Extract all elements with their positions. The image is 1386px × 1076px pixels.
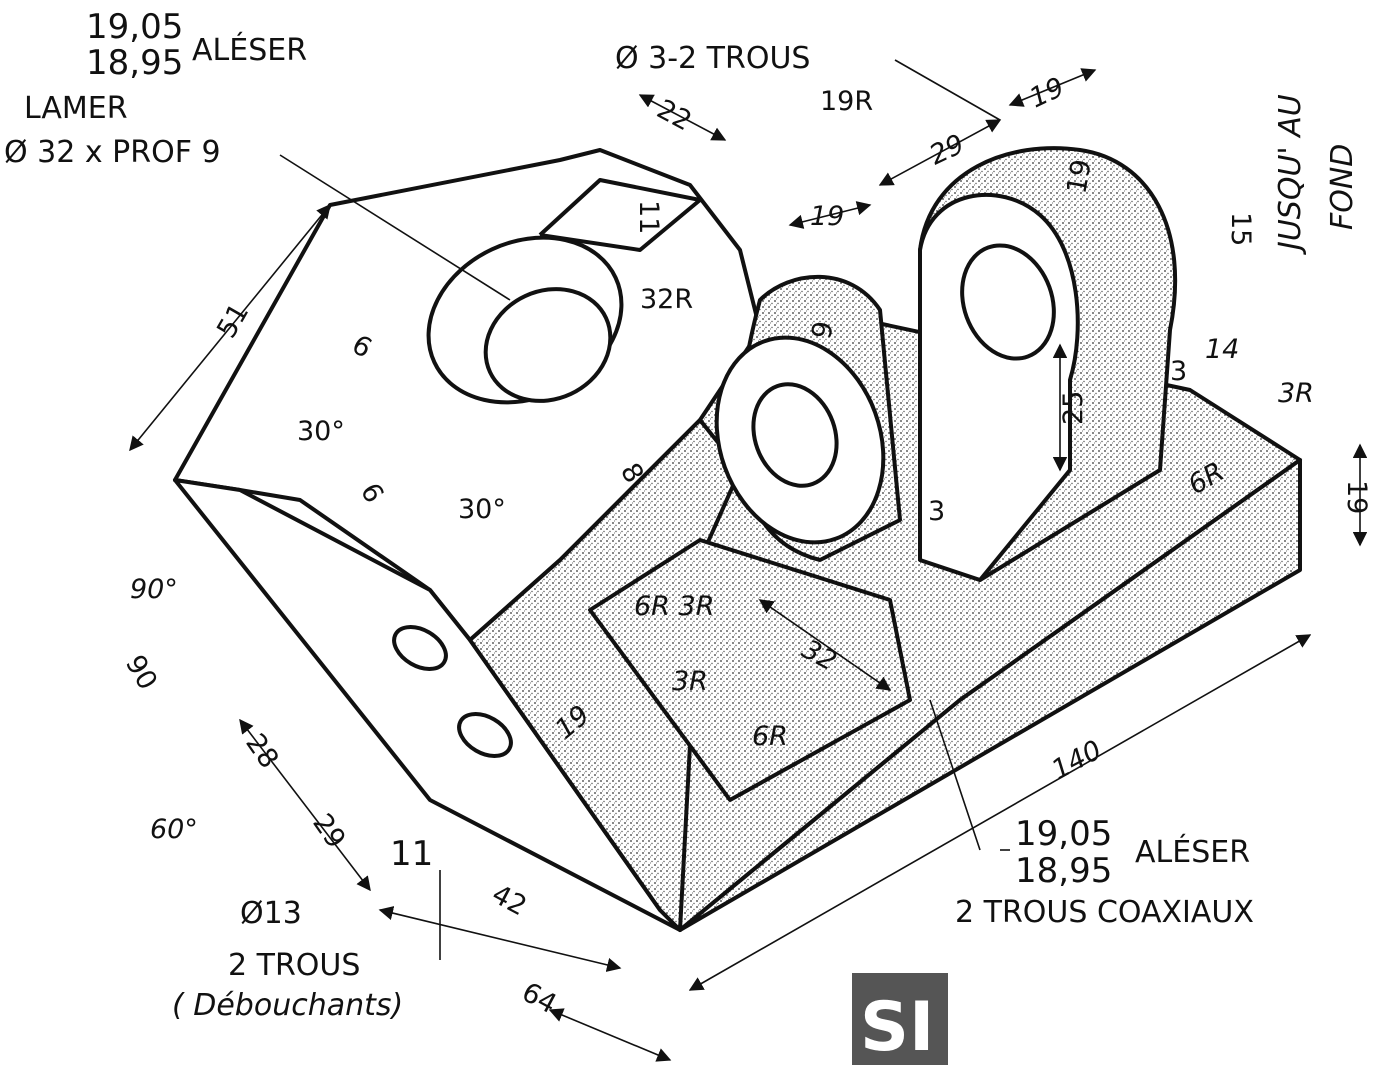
dim-14: 14 xyxy=(1205,334,1239,365)
dim-22: 22 xyxy=(652,94,697,138)
dim-11-top: 11 xyxy=(633,200,664,234)
counterbore-inner xyxy=(483,287,613,403)
dim-32R: 32R xyxy=(640,284,693,315)
si-logo: SI xyxy=(852,973,948,1067)
note-top-ream: ALÉSER xyxy=(192,32,307,68)
si-logo-text: SI xyxy=(860,988,934,1067)
dim-19t: 19 xyxy=(1025,72,1069,115)
dim-6R-3R: 6R 3R xyxy=(634,591,714,622)
dim-3R: 3R xyxy=(672,666,708,697)
dim-11-bot: 11 xyxy=(390,834,433,874)
dim-28: 28 xyxy=(239,728,284,774)
note-through-1: JUSQU' AU xyxy=(1273,94,1308,255)
lug-right-hole xyxy=(960,243,1056,361)
note-counterbore-spec: Ø 32 x PROF 9 xyxy=(4,135,221,170)
note-counterbore-title: LAMER xyxy=(24,91,128,126)
dim-42: 42 xyxy=(487,879,532,923)
note-hole13: Ø13 xyxy=(240,896,302,931)
dim-60deg: 60° xyxy=(150,814,198,845)
dim-29t: 29 xyxy=(925,129,969,172)
dim-19r: 19 xyxy=(1341,480,1372,514)
dim-19R: 19R xyxy=(820,86,873,117)
note-through-2: FOND xyxy=(1325,144,1360,230)
si-logo-box xyxy=(852,973,948,1065)
dim-30b: 30° xyxy=(458,494,506,525)
note-top-tol-lower: 18,95 xyxy=(86,43,183,83)
dim-9a: 9 xyxy=(806,319,840,341)
dim-140: 140 xyxy=(1047,735,1107,787)
dim-19c: 19 xyxy=(1061,157,1097,196)
lug-left-hole xyxy=(751,382,839,488)
mount-hole-2 xyxy=(457,712,513,758)
note-bot-tol-lower: 18,95 xyxy=(1015,851,1112,891)
dim-3R-r: 3R xyxy=(1278,378,1314,409)
dim-3a: 3 xyxy=(928,496,945,527)
note-coaxial: 2 TROUS COAXIAUX xyxy=(955,895,1254,930)
note-through-holes: ( Débouchants) xyxy=(172,988,403,1023)
dim-15: 15 xyxy=(1225,212,1256,246)
note-bot-ream: ALÉSER xyxy=(1135,834,1250,870)
dimension-lines xyxy=(129,59,1368,1062)
dim-6R-b: 6R xyxy=(752,721,788,752)
note-two-holes: 2 TROUS xyxy=(228,948,360,983)
note-bot-tol-upper: 19,05 xyxy=(1015,814,1112,854)
dim-64: 64 xyxy=(517,977,562,1021)
dim-25: 25 xyxy=(1058,391,1089,425)
dim-19b: 19 xyxy=(810,201,844,232)
dim-90: 90 xyxy=(119,650,163,695)
dim-30a: 30° xyxy=(297,416,345,447)
dim-3b: 3 xyxy=(1170,356,1187,387)
note-top-tol-upper: 19,05 xyxy=(86,7,183,47)
notes: 19,05 18,95 ALÉSER LAMER Ø 32 x PROF 9 Ø… xyxy=(4,7,1360,1023)
dim-90deg: 90° xyxy=(130,574,178,605)
angled-block-right-face xyxy=(468,418,742,932)
part-outline xyxy=(173,146,1302,932)
note-small-holes: Ø 3-2 TROUS xyxy=(615,41,810,76)
mount-hole-1 xyxy=(392,625,448,671)
slot xyxy=(538,178,702,252)
